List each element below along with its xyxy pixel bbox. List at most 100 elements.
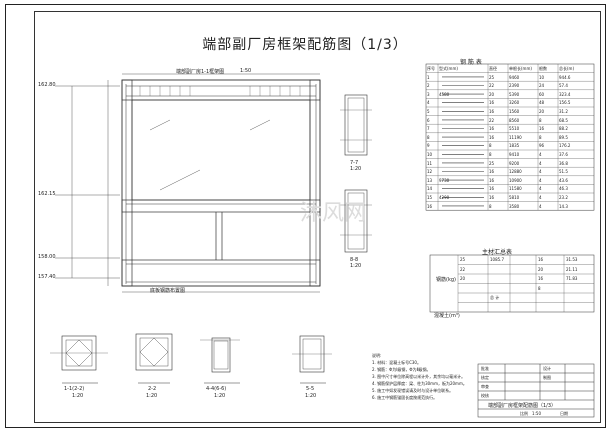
- section-4-4: [200, 337, 240, 373]
- rebar-table-cell: 8: [539, 134, 542, 140]
- tb-row-label: 审查: [481, 384, 489, 389]
- tb-row-label: 批准: [481, 366, 489, 371]
- summary-table-cell: 20: [538, 266, 544, 272]
- tb-scale-value: 1:50: [532, 411, 541, 416]
- elevation-marks: [55, 85, 120, 279]
- rebar-table-cell: 12: [427, 169, 433, 175]
- rebar-table-cell: 22: [489, 117, 495, 123]
- rebar-table-cell: 8: [489, 152, 492, 157]
- rebar-table-header: 单根长(mm): [509, 66, 532, 71]
- rebar-table-cell: 8560: [509, 117, 520, 123]
- section-2-label: 2-2: [148, 386, 157, 392]
- tb-row-label: 校核: [481, 393, 489, 398]
- section-5-label: 5-5: [306, 386, 315, 392]
- rebar-table-cell: 4: [539, 203, 542, 209]
- rebar-table-cell: 4580: [439, 91, 450, 97]
- summary-table-cell: 16: [538, 257, 544, 262]
- tb-row-label: 核定: [481, 375, 489, 380]
- rebar-table-cell: 9410: [509, 152, 520, 157]
- summary-table-cell: 31.53: [566, 257, 578, 262]
- rebar-table-cell: 11580: [509, 186, 522, 192]
- summary-table-cell: 1085.7: [490, 257, 504, 262]
- note-line: 说明:: [372, 353, 382, 358]
- section-5-5: [292, 335, 332, 373]
- rebar-table-cell: 8: [539, 117, 542, 123]
- frame-scale: 1:50: [240, 68, 252, 74]
- rebar-table-cell: 8: [489, 143, 492, 149]
- rebar-table-cell: 176.2: [559, 143, 571, 149]
- rebar-table-cell: 4290: [439, 195, 450, 200]
- section-4-scale: 1:20: [214, 393, 226, 399]
- rebar-table-header: 序号: [427, 66, 435, 71]
- section-7-7: [340, 94, 372, 156]
- frame-elevation: [107, 73, 321, 293]
- tb-scale-label: 比例: [520, 411, 528, 416]
- rebar-table-cell: 4: [539, 160, 542, 166]
- tb-drawing-name: 端部副厂房框架配筋图（1/3）: [488, 403, 557, 409]
- rebar-table-cell: 43.6: [559, 177, 568, 183]
- section-4-label: 4-4(6-6): [206, 386, 227, 392]
- rebar-table-cell: 944.6: [559, 74, 571, 80]
- drawing-title: 端部副厂房框架配筋图（1/3）: [202, 37, 408, 53]
- rebar-table-cell: 9460: [509, 74, 520, 80]
- rebar-table-cell: 16: [489, 169, 495, 175]
- rebar-table-cell: 10900: [509, 177, 522, 183]
- section-7-scale: 1:20: [350, 166, 362, 172]
- summary-table-cell: 71.83: [566, 276, 578, 281]
- drawing-sheet: [5, 4, 606, 428]
- rebar-table-cell: 5390: [509, 91, 520, 97]
- rebar-table-cell: 22: [489, 83, 495, 89]
- summary-table-cell: 8: [538, 285, 541, 291]
- rebar-table-cell: 9: [427, 143, 430, 149]
- rebar-table-cell: 10: [427, 152, 433, 157]
- title-block: [477, 363, 595, 418]
- rebar-table-cell: 16: [489, 126, 495, 132]
- rebar-table-cell: 11: [427, 160, 433, 166]
- rebar-table-cell: 15: [427, 195, 433, 200]
- rebar-table-header: 型式(mm): [439, 66, 458, 71]
- drawing-border: [34, 11, 601, 423]
- rebar-table-cell: 323.4: [559, 91, 571, 97]
- rebar-table-cell: 5810: [509, 195, 520, 200]
- beam-label: 底板钢筋布置图: [150, 288, 186, 294]
- rebar-table-cell: 8: [427, 134, 430, 140]
- rebar-table-cell: 5510: [509, 126, 520, 132]
- rebar-table-cell: 20: [489, 91, 495, 97]
- tb-date-label: 日期: [560, 411, 568, 416]
- section-8-scale: 1:20: [350, 263, 362, 269]
- watermark-text: 沐风网: [300, 201, 366, 226]
- rebar-table-cell: 51.5: [559, 169, 568, 175]
- rebar-table-cell: 23.2: [559, 195, 568, 200]
- rebar-table-cell: 16: [489, 186, 495, 192]
- rebar-table-cell: 4: [539, 169, 542, 175]
- summary-table-title: 主材汇总表: [482, 249, 513, 256]
- rebar-table-cell: 1835: [509, 143, 520, 149]
- rebar-table-cell: 10: [539, 74, 545, 80]
- note-line: 6. 施工中钢筋锚固长度按规范执行。: [372, 395, 438, 400]
- elevation-4: 157.40: [38, 274, 56, 280]
- summary-table-cell: 25: [460, 257, 466, 262]
- rebar-table-cell: 16: [489, 100, 495, 106]
- notes-block: 说明: 1. 材料：混凝土标号C30。 2. 钢筋：Φ为Ⅰ级钢，Φ为Ⅱ级钢。 3…: [372, 352, 476, 401]
- section-1-1: [50, 335, 108, 371]
- rebar-table-cell: 11190: [509, 134, 522, 140]
- rebar-table-header: 总长(m): [559, 66, 575, 71]
- section-8-8: [340, 189, 372, 253]
- rebar-table-cell: 4: [539, 152, 542, 157]
- rebar-table-cell: 2390: [509, 83, 520, 89]
- section-1-label: 1-1(2-2): [64, 386, 85, 392]
- rebar-table-cell: 36.8: [559, 160, 568, 166]
- elevation-3: 158.00: [38, 254, 56, 260]
- elevation-2: 162.15: [38, 191, 56, 197]
- summary-table-grid: [429, 254, 595, 313]
- summary-table-cell: 22: [460, 266, 466, 272]
- rebar-table-cell: 25: [489, 74, 495, 80]
- rebar-table-cell: 20: [539, 109, 545, 114]
- rebar-table-cell: 9200: [509, 160, 520, 166]
- rebar-table-cell: 14.3: [559, 203, 568, 209]
- rebar-table-cell: 16: [489, 177, 495, 183]
- rebar-table-cell: 8: [489, 203, 492, 209]
- rebar-table-cell: 37.6: [559, 152, 568, 157]
- rebar-table-cell: 5: [427, 109, 430, 114]
